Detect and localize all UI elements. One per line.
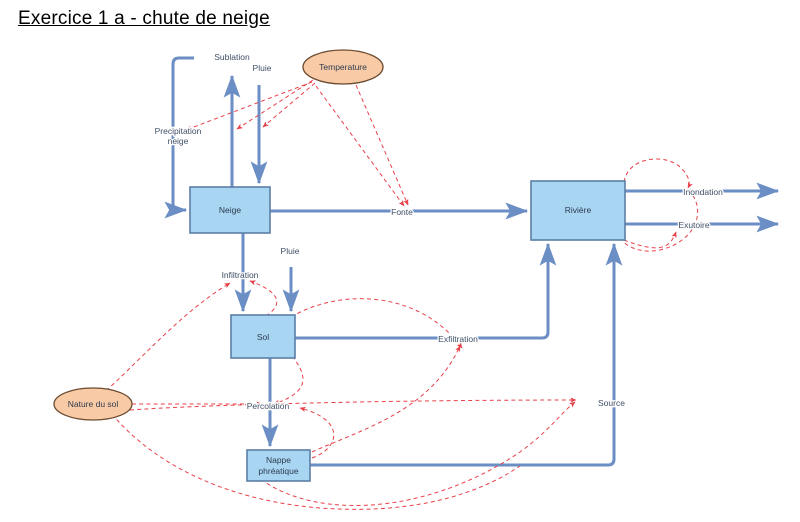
influence-temperature-to-fonte-b — [315, 85, 405, 207]
influence-nappe-to-percolation — [299, 406, 335, 459]
page-title: Exercice 1 a - chute de neige — [18, 8, 270, 29]
stock-nappe-label-line1: Nappe — [266, 455, 291, 465]
influence-riviere-to-exutoire-tail — [621, 189, 698, 252]
influence-temperature-to-sublimation — [236, 79, 314, 130]
variable-nature-du-sol-label: Nature du sol — [68, 399, 119, 409]
flow-label-source: Source — [598, 398, 625, 408]
stock-riviere[interactable]: Rivière — [530, 180, 626, 241]
flow-source-line — [310, 242, 623, 467]
influence-riviere-to-exutoire — [623, 231, 677, 249]
influence-temperature-to-fonte-a — [355, 84, 409, 206]
stock-nappe-label-line2: phréatique — [258, 466, 298, 476]
influence-naturedusol-to-source — [129, 397, 577, 411]
stock-sol[interactable]: Sol — [230, 314, 296, 359]
flow-label-precipitation-neige-line1: Precipitation — [155, 126, 202, 136]
flow-label-exfiltration: Exfiltration — [438, 334, 478, 344]
influence-sol-to-percolation — [273, 355, 304, 405]
stock-neige-label: Neige — [219, 205, 241, 215]
flow-label-sublimation: Sublation — [214, 52, 250, 62]
influence-sol-to-exfiltration — [290, 298, 463, 349]
flow-label-precipitation-neige: Precipitation neige — [153, 125, 203, 148]
flow-label-pluie-sol: Pluie — [281, 246, 300, 256]
flow-label-exutoire: Exutoire — [678, 220, 709, 230]
flow-label-percolation: Percolation — [247, 401, 290, 411]
stock-neige[interactable]: Neige — [189, 186, 271, 234]
flow-exfiltration-line — [295, 242, 557, 340]
influence-nappe-to-exfiltration — [311, 345, 461, 453]
influence-nappe-to-source — [249, 401, 576, 506]
flow-label-fonte: Fonte — [391, 207, 413, 217]
flow-label-inondation: Inondation — [683, 187, 723, 197]
influence-temperature-to-pluie — [262, 82, 316, 128]
stock-nappe-phreatique[interactable]: Nappe phréatique — [246, 449, 311, 482]
influence-sol-to-infiltration — [249, 280, 278, 317]
flow-label-pluie-neige: Pluie — [253, 63, 272, 73]
flow-label-infiltration: Infiltration — [222, 270, 259, 280]
flow-precipitation-neige-line — [164, 56, 194, 219]
variable-temperature[interactable]: Temperature — [302, 49, 384, 85]
flow-label-precipitation-neige-line2: neige — [168, 136, 189, 146]
variable-nature-du-sol[interactable]: Nature du sol — [53, 387, 133, 421]
variable-temperature-label: Temperature — [319, 62, 367, 72]
influence-riviere-to-inondation — [623, 158, 693, 189]
stock-riviere-label: Rivière — [565, 205, 592, 215]
influence-naturedusol-to-infiltration — [105, 282, 231, 392]
influence-naturedusol-bottom-sweep — [111, 413, 521, 510]
stock-sol-label: Sol — [257, 332, 269, 342]
influence-temperature-to-precipitation — [185, 81, 313, 131]
